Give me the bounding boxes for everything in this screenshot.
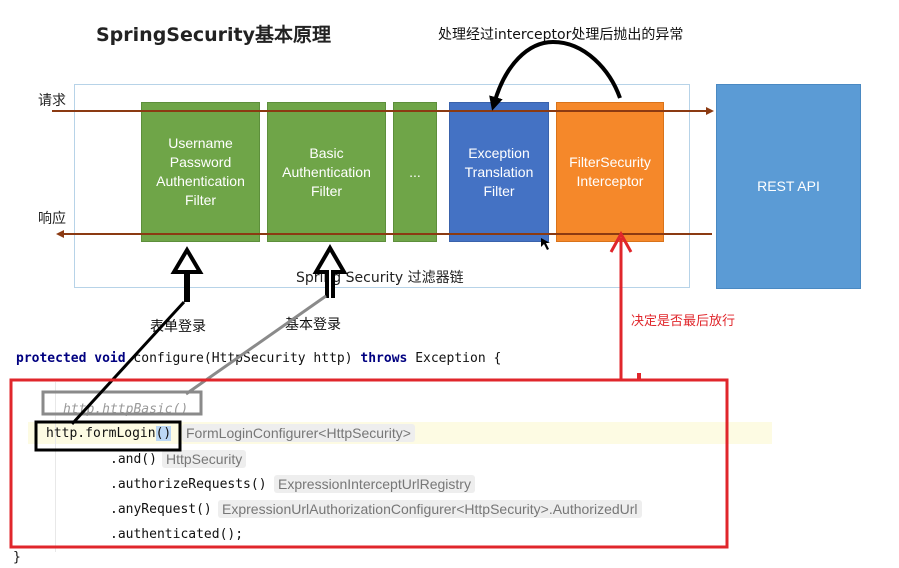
- form-login-up-arrow: [170, 246, 204, 302]
- decide-pass-note: 决定是否最后放行: [631, 314, 736, 329]
- code-line-authorize: .authorizeRequests(): [110, 477, 267, 492]
- httpbasic-annotation-box: [41, 390, 203, 416]
- basic-login-label: 基本登录: [285, 317, 341, 333]
- red-mark: [637, 373, 641, 379]
- code-line-authenticated: .authenticated();: [110, 527, 244, 542]
- exception-curve-arrow: [489, 39, 622, 111]
- filter-exception-translation: Exception Translation Filter: [449, 102, 549, 242]
- diagram-title: SpringSecurity基本原理: [96, 24, 332, 46]
- request-label: 请求: [38, 93, 66, 109]
- code-line-anyrequest: .anyRequest(): [110, 502, 212, 517]
- filter-basic-auth: Basic Authentication Filter: [267, 102, 386, 242]
- filter-username-password: Username Password Authentication Filter: [141, 102, 260, 242]
- exception-note: 处理经过interceptor处理后抛出的异常: [438, 27, 684, 43]
- formlogin-annotation-box: [34, 420, 182, 452]
- type-hint-authorize: ExpressionInterceptUrlRegistry: [274, 475, 475, 493]
- method-signature: protected void configure(HttpSecurity ht…: [16, 351, 502, 366]
- response-label: 响应: [38, 211, 66, 227]
- basic-login-up-arrow: [312, 244, 348, 298]
- httpbasic-connector: [185, 294, 327, 396]
- indent-guide: [55, 382, 56, 552]
- closing-brace: }: [13, 550, 21, 565]
- type-hint-and: HttpSecurity: [162, 450, 247, 468]
- rest-api-box: REST API: [716, 84, 861, 289]
- filter-ellipsis: ...: [393, 102, 437, 242]
- type-hint-anyrequest: ExpressionUrlAuthorizationConfigurer<Htt…: [218, 500, 642, 518]
- mouse-cursor-icon: [541, 238, 550, 250]
- formlogin-connector: [70, 300, 186, 426]
- config-annotation-box: [9, 378, 729, 549]
- code-line-formlogin: http.formLogin(): [46, 426, 172, 441]
- type-hint-formlogin: FormLoginConfigurer<HttpSecurity>: [182, 424, 415, 442]
- code-line-and: .and(): [110, 452, 157, 467]
- filter-security-interceptor: FilterSecurity Interceptor: [556, 102, 664, 242]
- decide-arrowhead: [609, 230, 633, 253]
